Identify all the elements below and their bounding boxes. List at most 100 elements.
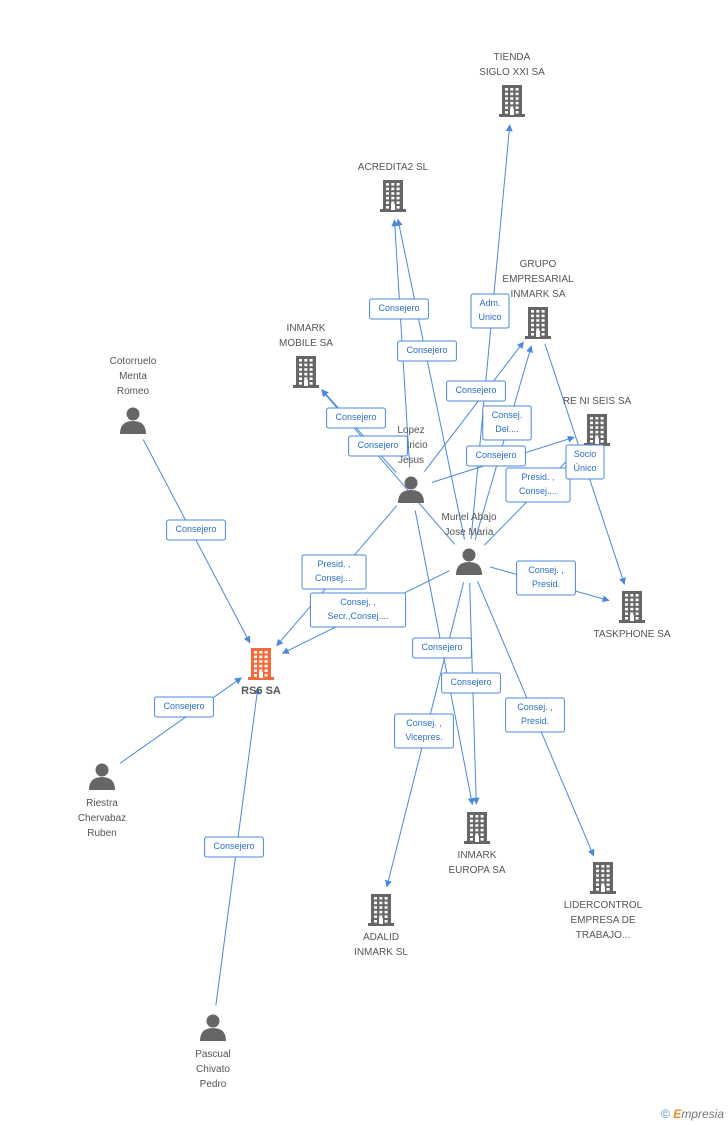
- edge-label-text: Consejero: [335, 412, 376, 422]
- node-label: GRUPO: [520, 259, 557, 270]
- edge-label-lopez-reniseis[interactable]: Consejero: [466, 445, 526, 467]
- node-label: Ruben: [87, 828, 116, 839]
- edge-label-text: Vicepres.: [405, 732, 442, 742]
- edge-riestra-rs6: [119, 677, 242, 764]
- node-label: TASKPHONE SA: [593, 629, 670, 640]
- node-label: Pedro: [200, 1079, 227, 1090]
- edge-label-muriel-inmark_mobile[interactable]: Consejero: [348, 435, 408, 457]
- edge-label-muriel-acredita2[interactable]: Consejero: [397, 340, 457, 362]
- building-icon: [525, 307, 551, 339]
- node-label: ADALID: [363, 932, 399, 943]
- node-tienda[interactable]: TIENDA SIGLO XXI SA: [479, 52, 545, 117]
- edge-label-box: [565, 444, 605, 480]
- edge-label-lopez-inmark_europa[interactable]: Consejero: [412, 637, 472, 659]
- edge-label-text: Consejero: [406, 345, 447, 355]
- edge-label-lopez-grupo[interactable]: Consejero: [446, 380, 506, 402]
- node-acredita2[interactable]: ACREDITA2 SL: [358, 162, 429, 212]
- node-adalid[interactable]: ADALID INMARK SL: [354, 894, 408, 958]
- edge-label-text: Consej....: [519, 486, 557, 496]
- edge-label-pascual-rs6[interactable]: Consejero: [204, 836, 264, 858]
- edge-label-cotorruelo-rs6[interactable]: Consejero: [166, 519, 226, 541]
- edge-label-text: Consejero: [450, 677, 491, 687]
- edge-label-text: Consejero: [175, 524, 216, 534]
- node-label: INMARK SL: [354, 947, 408, 958]
- building-icon: [619, 591, 645, 623]
- node-label: Riestra: [86, 798, 118, 809]
- node-label: Muriel Abajo: [441, 512, 496, 523]
- node-label: INMARK: [287, 323, 326, 334]
- edge-label-muriel-reniseis[interactable]: Presid. ,Consej....: [505, 467, 571, 503]
- edge-label-text: Secr.,Consej....: [327, 611, 388, 621]
- edge-label-text: Consej....: [315, 573, 353, 583]
- node-label: SIGLO XXI SA: [479, 67, 545, 78]
- edge-label-text: Consejero: [163, 701, 204, 711]
- node-reniseis[interactable]: RE NI SEIS SA: [563, 396, 632, 446]
- edge-label-muriel-inmark_europa[interactable]: Consejero: [441, 672, 501, 694]
- edge-label-box: [441, 672, 501, 694]
- edge-label-text: Presid. ,: [317, 559, 350, 569]
- edge-label-muriel-grupo[interactable]: Consej.Del....: [482, 405, 532, 441]
- edge-label-lopez-rs6[interactable]: Presid. , Consej....: [301, 554, 367, 590]
- node-label: INMARK: [458, 850, 497, 861]
- edge-label-muriel-lidercontrol[interactable]: Consej. , Presid.: [505, 697, 565, 733]
- brand-logo[interactable]: Empresia: [673, 1107, 724, 1121]
- edge-label-text: Presid.: [521, 716, 549, 726]
- person-icon: [120, 407, 146, 434]
- edge-label-text: Único: [573, 463, 596, 473]
- edge-label-lopez-inmark_mobile[interactable]: Consejero: [326, 407, 386, 429]
- person-icon: [200, 1014, 226, 1041]
- node-label: Patricio: [394, 440, 428, 451]
- edge-muriel-grupo: [474, 345, 533, 541]
- edge-label-text: Consejero: [455, 385, 496, 395]
- edge-label-lopez-acredita2[interactable]: Consejero: [369, 298, 429, 320]
- edge-muriel-acredita2: [395, 218, 466, 540]
- node-label: TIENDA: [494, 52, 531, 63]
- edge-label-riestra-rs6[interactable]: Consejero: [154, 696, 214, 718]
- edge-label-box: [348, 435, 408, 457]
- edge-label-text: Consejero: [378, 303, 419, 313]
- edge-label-muriel-adalid[interactable]: Consej. ,Vicepres.: [394, 713, 454, 749]
- edge-label-box: [482, 405, 532, 441]
- edge-label-box: [505, 697, 565, 733]
- node-label: RE NI SEIS SA: [563, 396, 632, 407]
- edge-label-text: Consejero: [421, 642, 462, 652]
- edge-label-box: [204, 836, 264, 858]
- edge-label-muriel-taskphone[interactable]: Consej. ,Presid.: [516, 560, 576, 596]
- node-label: INMARK SA: [510, 289, 565, 300]
- edge-label-box: [166, 519, 226, 541]
- node-label: Jose Maria: [445, 527, 494, 538]
- node-taskphone[interactable]: TASKPHONE SA: [593, 591, 671, 640]
- building-icon: [464, 812, 490, 844]
- node-rs6[interactable]: RS6 SA: [241, 648, 281, 697]
- building-icon: [248, 648, 274, 680]
- person-icon: [456, 548, 482, 575]
- node-label: EMPRESA DE: [570, 915, 635, 926]
- node-label: RS6 SA: [241, 685, 281, 697]
- node-label: Chivato: [196, 1064, 230, 1075]
- node-label: Chervabaz: [78, 813, 126, 824]
- edge-lopez-inmark_mobile: [321, 389, 397, 473]
- edge-label-muriel-rs6[interactable]: Consej. , Secr.,Consej....: [309, 592, 407, 628]
- edge-label-text: Adm.: [479, 298, 500, 308]
- edge-label-text: Socio: [574, 449, 597, 459]
- edge-label-muriel-tienda[interactable]: Adm.Unico: [470, 293, 510, 329]
- edge-label-box: [466, 445, 526, 467]
- edge-label-text: Consej. ,: [517, 702, 553, 712]
- edge-label-text: Consej. ,: [340, 597, 376, 607]
- edge-label-text: Presid.: [532, 579, 560, 589]
- node-label: Romeo: [117, 386, 150, 397]
- building-icon: [584, 414, 610, 446]
- edge-label-box: [154, 696, 214, 718]
